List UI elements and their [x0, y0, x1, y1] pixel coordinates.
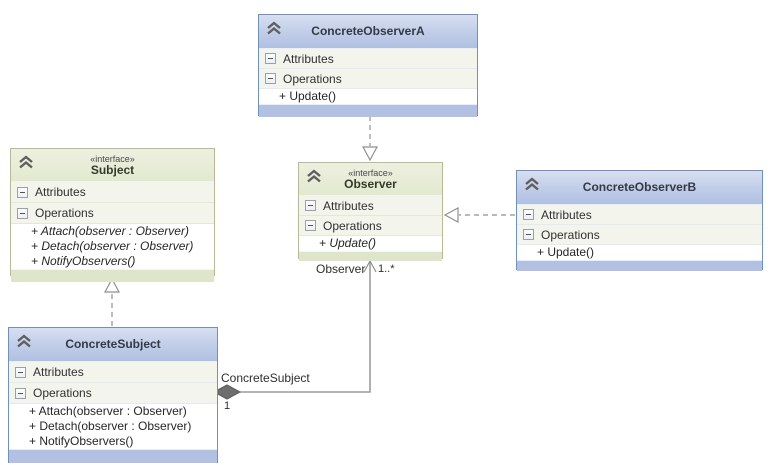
- operations-section[interactable]: Operations: [11, 203, 214, 224]
- association-target-role-label: Observer: [316, 262, 366, 276]
- operations-section[interactable]: Operations: [259, 69, 477, 89]
- operations-list: + Update(): [517, 245, 762, 260]
- collapse-minus-icon[interactable]: [265, 53, 276, 64]
- collapse-minus-icon[interactable]: [523, 229, 534, 240]
- association-concretesubject-observer[interactable]: [212, 259, 377, 400]
- class-header[interactable]: «interface» Subject: [11, 149, 214, 182]
- operations-list: + Update(): [259, 89, 477, 104]
- operation-item[interactable]: + NotifyObservers(): [29, 434, 134, 448]
- operations-list: + Attach(observer : Observer) + Detach(o…: [11, 224, 214, 269]
- class-title: ConcreteObserverB: [582, 180, 697, 194]
- class-title: Observer: [344, 176, 397, 191]
- collapse-minus-icon[interactable]: [305, 200, 316, 211]
- collapse-minus-icon[interactable]: [17, 186, 28, 198]
- attributes-section[interactable]: Attributes: [259, 49, 477, 69]
- operation-item[interactable]: + Update(): [319, 236, 377, 250]
- realization-concretesubject-subject[interactable]: [103, 277, 121, 326]
- attributes-label: Attributes: [283, 51, 334, 66]
- realization-concreteobservera-observer[interactable]: [361, 116, 379, 162]
- operations-label: Operations: [323, 218, 382, 233]
- operations-label: Operations: [33, 386, 92, 400]
- operation-item[interactable]: + Update(): [279, 89, 337, 103]
- operation-item[interactable]: + Attach(observer : Observer): [31, 224, 189, 238]
- operation-item[interactable]: + Detach(observer : Observer): [31, 239, 194, 253]
- collapse-chevron-icon[interactable]: [16, 334, 32, 348]
- operations-section[interactable]: Operations: [299, 216, 442, 236]
- operation-item[interactable]: + Update(): [537, 245, 595, 259]
- class-header[interactable]: ConcreteObserverA: [259, 15, 477, 49]
- class-concrete-observer-b[interactable]: ConcreteObserverB Attributes Operations …: [516, 170, 763, 271]
- stereotype-label: «interface»: [90, 153, 135, 164]
- collapse-minus-icon[interactable]: [15, 366, 26, 378]
- class-header[interactable]: ConcreteSubject: [9, 328, 217, 362]
- attributes-label: Attributes: [33, 365, 84, 379]
- operations-label: Operations: [541, 227, 600, 242]
- collapse-chevron-icon[interactable]: [266, 21, 282, 35]
- operations-list: + Attach(observer : Observer) + Detach(o…: [9, 404, 217, 449]
- operations-section[interactable]: Operations: [517, 225, 762, 245]
- operations-list: + Update(): [299, 236, 442, 251]
- attributes-label: Attributes: [323, 198, 374, 213]
- association-source-multiplicity-label: 1: [224, 400, 231, 412]
- composition-diamond-icon: [212, 384, 242, 400]
- class-concrete-observer-a[interactable]: ConcreteObserverA Attributes Operations …: [258, 14, 478, 117]
- operation-item[interactable]: + Detach(observer : Observer): [29, 419, 192, 433]
- attributes-section[interactable]: Attributes: [9, 362, 217, 383]
- operations-label: Operations: [35, 206, 94, 220]
- collapse-minus-icon[interactable]: [17, 207, 28, 219]
- attributes-section[interactable]: Attributes: [11, 182, 214, 203]
- attributes-label: Attributes: [541, 207, 592, 222]
- association-target-multiplicity-label: 1..*: [378, 263, 395, 275]
- class-subject[interactable]: «interface» Subject Attributes Operation…: [10, 148, 215, 282]
- class-title: Subject: [90, 162, 135, 177]
- association-source-role-label: ConcreteSubject: [221, 371, 310, 385]
- class-title: ConcreteSubject: [65, 337, 161, 351]
- collapse-chevron-icon[interactable]: [306, 169, 322, 183]
- collapse-chevron-icon[interactable]: [524, 177, 540, 191]
- class-footer: [9, 449, 217, 463]
- stereotype-label: «interface»: [348, 167, 393, 178]
- open-arrowhead-icon: [363, 259, 377, 273]
- operations-section[interactable]: Operations: [9, 383, 217, 404]
- class-footer: [11, 269, 214, 282]
- operation-item[interactable]: + Attach(observer : Observer): [29, 404, 187, 418]
- class-title: ConcreteObserverA: [311, 24, 425, 38]
- class-header[interactable]: «interface» Observer: [299, 163, 442, 196]
- collapse-minus-icon[interactable]: [305, 220, 316, 231]
- operation-item[interactable]: + NotifyObservers(): [31, 254, 136, 268]
- collapse-minus-icon[interactable]: [265, 73, 276, 84]
- class-observer[interactable]: «interface» Observer Attributes Operatio…: [298, 162, 443, 261]
- attributes-section[interactable]: Attributes: [517, 205, 762, 225]
- collapse-chevron-icon[interactable]: [18, 155, 34, 169]
- operations-label: Operations: [283, 71, 342, 86]
- attributes-label: Attributes: [35, 185, 86, 199]
- collapse-minus-icon[interactable]: [15, 387, 26, 399]
- class-footer: [517, 260, 762, 271]
- class-footer: [299, 251, 442, 261]
- class-header[interactable]: ConcreteObserverB: [517, 171, 762, 205]
- realization-concreteobserverb-observer[interactable]: [443, 206, 515, 224]
- attributes-section[interactable]: Attributes: [299, 196, 442, 216]
- class-concrete-subject[interactable]: ConcreteSubject Attributes Operations + …: [8, 327, 218, 463]
- class-footer: [259, 104, 477, 117]
- collapse-minus-icon[interactable]: [523, 209, 534, 220]
